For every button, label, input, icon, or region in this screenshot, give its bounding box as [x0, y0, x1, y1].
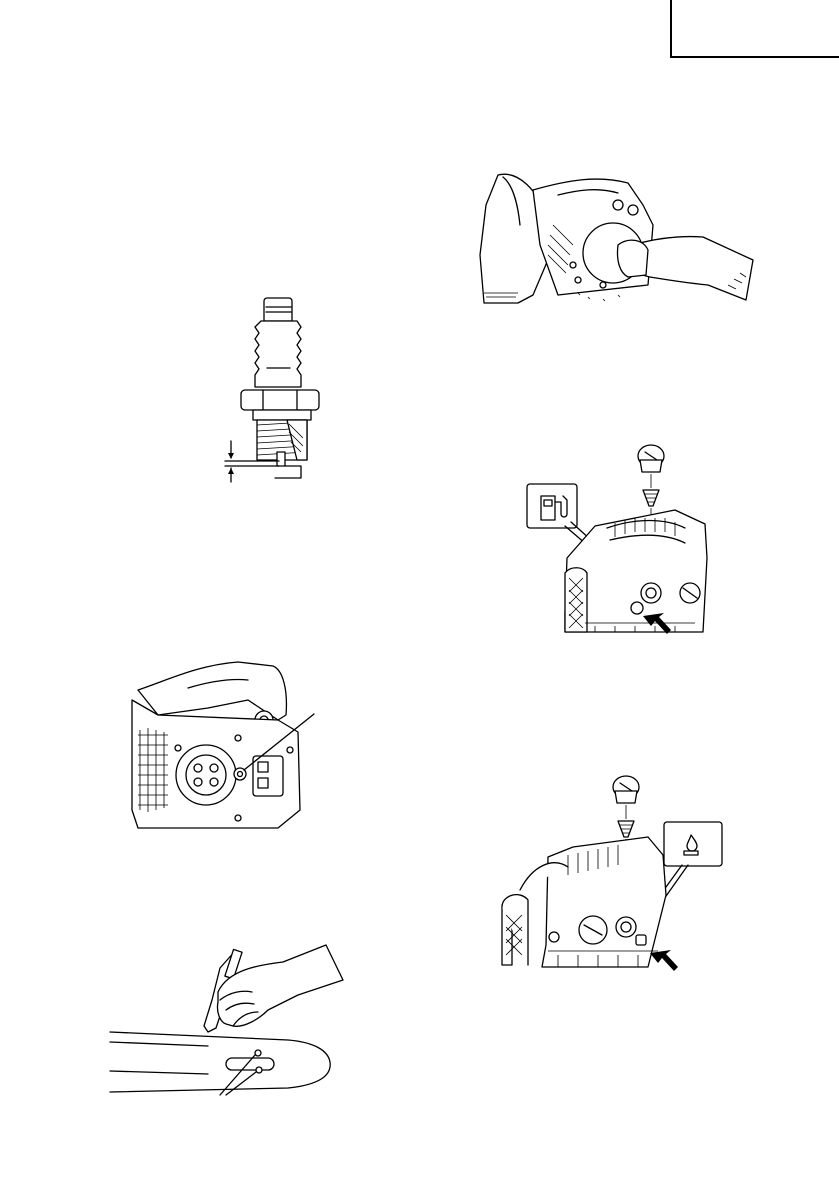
- oil-cap-figure: [498, 775, 728, 985]
- page-tab-box: [670, 0, 839, 58]
- guide-bar-cleaning-figure: [108, 940, 348, 1110]
- fuel-cap-figure: [525, 438, 725, 638]
- chainsaw-adjustment-figure: [128, 660, 323, 835]
- fuel-pump-icon: [527, 484, 577, 528]
- arrow-icon-oil: [650, 950, 678, 971]
- oil-drop-icon: [664, 822, 722, 866]
- spark-plug-figure: [215, 290, 325, 490]
- clutch-cleaning-figure: [478, 165, 758, 325]
